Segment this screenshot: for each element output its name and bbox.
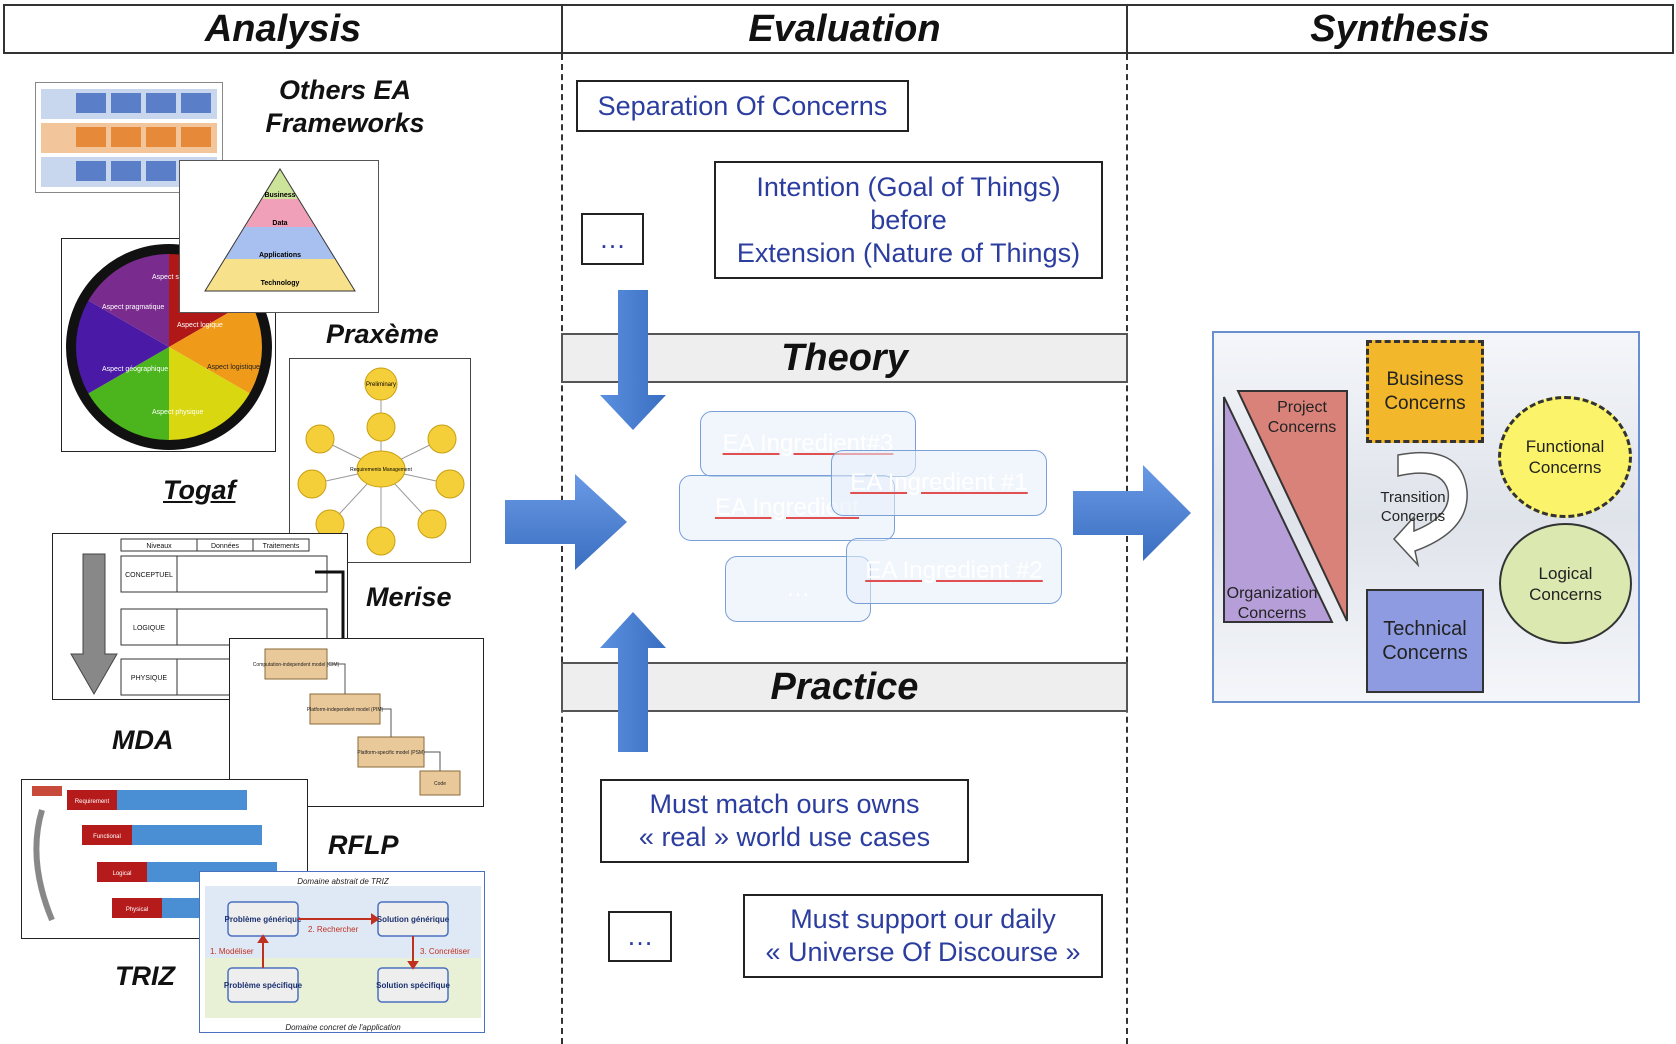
merise-niveaux: Niveaux — [146, 543, 172, 550]
triz-ss: Solution spécifique — [376, 981, 450, 990]
mda-cim: Computation-independent model (CIM) — [253, 662, 340, 668]
concern-transition: Transition Concerns — [1380, 489, 1446, 525]
wheel-label-pragmatique: Aspect pragmatique — [102, 304, 164, 311]
pyramid-applications: Applications — [259, 252, 301, 259]
rflp-logical: Logical — [112, 871, 131, 877]
box-intention: Intention (Goal of Things) before Extens… — [714, 161, 1103, 279]
triz-conc: 3. Concrétiser — [420, 947, 470, 956]
wheel-label-physique: Aspect physique — [152, 409, 203, 416]
arrow-up-icon — [600, 612, 666, 752]
concern-shapes — [1223, 390, 1468, 623]
header-synthesis: Synthesis — [1126, 4, 1674, 54]
band-practice: Practice — [561, 662, 1128, 712]
ingredient-1: EA Ingredient #1 — [831, 450, 1047, 516]
triz-ps: Problème spécifique — [224, 981, 303, 990]
box-ellipsis-top: … — [581, 213, 644, 265]
header-analysis: Analysis — [3, 4, 563, 54]
rflp-requirement: Requirement — [75, 799, 110, 805]
concern-project: Project Concerns — [1267, 399, 1337, 436]
mda-code: Code — [434, 781, 446, 787]
concern-business: Business Concerns — [1366, 340, 1484, 443]
concern-organization: Organization Concerns — [1226, 585, 1318, 622]
wheel-label-logique: Aspect logique — [177, 322, 223, 329]
ingredient-2: EA Ingredient #2 — [846, 538, 1062, 604]
pyramid-thumbnail: Business Data Applications Technology — [179, 160, 379, 313]
praxeme-wheel-thumbnail: Aspect logique Aspect pragmatique Aspect… — [61, 238, 276, 452]
arrow-down-icon — [600, 290, 666, 430]
mda-thumbnail: Computation-independent model (CIM) Plat… — [229, 638, 484, 807]
rflp-physical: Physical — [126, 907, 148, 913]
wheel-label-geographique: Aspect géographique — [102, 366, 168, 373]
merise-traitements: Traitements — [263, 543, 300, 550]
band-theory: Theory — [561, 333, 1128, 383]
triz-top: Domaine abstrait de TRIZ — [297, 877, 390, 886]
pyramid-technology: Technology — [261, 280, 300, 287]
merise-donnees: Données — [211, 543, 240, 550]
mda-pim: Platform-independent model (PIM) — [307, 707, 384, 713]
triz-thumbnail: Domaine abstrait de TRIZ Domaine concret… — [199, 871, 485, 1033]
label-others-ea: Others EA Frameworks — [265, 75, 425, 138]
label-praxeme: Praxème — [326, 319, 439, 349]
column-divider-1 — [561, 54, 563, 1044]
box-must-match: Must match ours owns « real » world use … — [600, 779, 969, 863]
rflp-functional: Functional — [93, 834, 121, 840]
pyramid-business: Business — [264, 192, 295, 199]
triz-mod: 1. Modéliser — [210, 947, 254, 956]
triz-sg: Solution générique — [377, 915, 450, 924]
arrow-right-synthesis-icon — [1073, 465, 1191, 561]
label-mda: MDA — [112, 725, 174, 755]
concern-logical: Logical Concerns — [1499, 523, 1632, 644]
box-ellipsis-bottom: … — [608, 911, 672, 962]
box-must-support: Must support our daily « Universe Of Dis… — [743, 894, 1103, 978]
concern-functional: Functional Concerns — [1498, 396, 1632, 518]
wheel-label-logistique: Aspect logistique — [207, 364, 260, 371]
label-merise: Merise — [366, 582, 452, 612]
arrow-right-left-icon — [505, 474, 627, 570]
column-divider-2 — [1126, 54, 1128, 1044]
header-evaluation: Evaluation — [561, 4, 1128, 54]
merise-thumbnail: Niveaux Données Traitements CONCEPTUEL L… — [52, 533, 348, 700]
concern-technical: Technical Concerns — [1366, 589, 1484, 693]
label-togaf: Togaf — [163, 475, 236, 505]
pyramid-data: Data — [272, 220, 287, 227]
togaf-center: Requirements Management — [350, 467, 412, 473]
merise-logique: LOGIQUE — [133, 625, 165, 632]
togaf-thumbnail: Preliminary Requirements Management — [289, 358, 471, 563]
triz-rech: 2. Rechercher — [308, 925, 359, 934]
label-rflp: RFLP — [328, 830, 399, 860]
merise-conceptuel: CONCEPTUEL — [125, 572, 173, 579]
label-triz: TRIZ — [115, 961, 175, 991]
triz-bottom: Domaine concret de l'application — [285, 1023, 401, 1032]
box-separation-of-concerns: Separation Of Concerns — [576, 80, 909, 132]
merise-physique: PHYSIQUE — [131, 675, 168, 682]
triz-pg: Problème générique — [225, 915, 302, 924]
togaf-preliminary: Preliminary — [366, 382, 396, 388]
mda-psm: Platform-specific model (PSM) — [357, 750, 425, 756]
